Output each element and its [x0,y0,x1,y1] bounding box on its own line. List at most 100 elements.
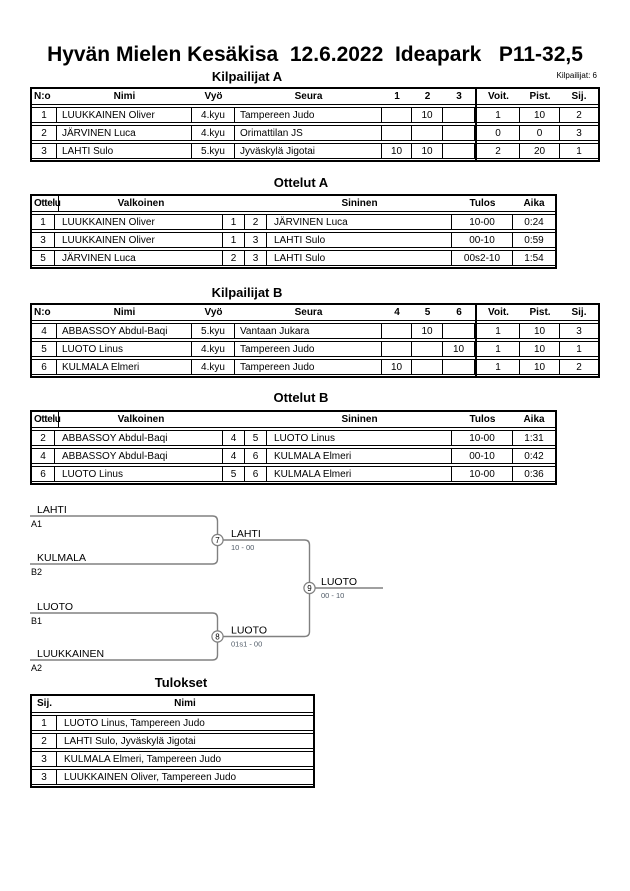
section-title-matches-a: Ottelut A [273,175,329,190]
table-cell: LAHTI Sulo [267,251,452,265]
table-header-row: N:o Nimi Vyö Seura 1 2 3 Voit. Pist. Sij… [32,89,598,105]
col-header-club: Seura [294,91,323,102]
table-cell: 0:24 [524,217,544,228]
table-cell: 2 [245,215,267,229]
table-cell: LAHTI Sulo [57,144,192,158]
table-cell: KULMALA Elmeri [267,449,452,463]
table-cell: 0:36 [524,469,544,480]
table-cell [382,126,412,140]
table-cell: 10 [412,324,443,338]
table-cell: 3 [32,144,57,158]
table-cell: Tampereen Judo [235,342,382,356]
table-cell: JÄRVINEN Luca [267,215,452,229]
table-cell: Orimattilan JS [235,126,382,140]
table-cell: LUUKKAINEN Oliver, Tampereen Judo [64,772,237,783]
bracket-line-slot1 [30,515,219,535]
table-cell: ABBASSOY Abdul-Baqi [55,431,223,445]
table-cell: 10 [412,144,443,158]
table-cell [443,324,475,338]
table-cell: KULMALA Elmeri, Tampereen Judo [64,754,222,765]
col-header-match: Ottelu [34,196,61,211]
table-cell: 2 [32,126,57,140]
col-header-result: Tulos [469,198,496,209]
table-cell [412,126,443,140]
competitors-b-table: N:o Nimi Vyö Seura 4 5 6 Voit. Pist. Sij… [30,303,600,378]
col-header-name: Nimi [113,307,136,318]
table-cell: Tampereen Judo [235,360,382,374]
table-cell: 6 [32,360,57,374]
page-title: Hyvän Mielen Kesäkisa 12.6.2022 Ideapark… [47,43,583,66]
table-cell [382,108,412,122]
match-score: 10 - 00 [231,543,254,552]
col-header-place: Sij. [571,307,587,318]
table-cell: 10 [520,108,560,122]
table-cell: KULMALA Elmeri [267,467,452,481]
match-score: 00 - 10 [321,591,344,600]
table-cell [443,108,475,122]
table-cell: Jyväskylä Jigotai [235,144,382,158]
table-cell [412,360,443,374]
table-cell: KULMALA Elmeri [57,360,192,374]
table-cell: 2 [477,144,520,158]
col-header-opp6: 6 [456,307,462,318]
col-header-place: Sij. [571,91,587,102]
table-cell: JÄRVINEN Luca [55,251,223,265]
thick-divider [475,305,477,376]
col-header-time: Aika [523,414,545,425]
col-header-opp2: 2 [424,91,431,102]
table-cell: 10 [520,324,560,338]
table-cell: 0:59 [524,235,544,246]
col-header-time: Aika [523,198,545,209]
bracket-line-slot3 [30,612,219,631]
table-header-row: Ottelu Valkoinen Sininen Tulos Aika [32,412,555,428]
table-cell: 5 [245,431,267,445]
col-header-points: Pist. [529,307,551,318]
table-cell: 20 [520,144,560,158]
col-header-opp1: 1 [394,91,400,102]
table-cell: 1 [576,146,582,157]
section-title-matches-b: Ottelut B [273,390,329,405]
table-cell: 4 [223,449,245,463]
match-number: 9 [307,584,312,593]
bracket-slot-seed: A2 [31,663,42,673]
table-cell: 10-00 [452,431,513,445]
table-cell: 2 [223,251,245,265]
table-cell: 1 [223,233,245,247]
table-cell: 1:31 [524,433,544,444]
bracket-slot-name: KULMALA [37,552,86,564]
bracket-line-slot4 [30,642,219,661]
table-cell: 4 [32,449,55,463]
section-title-results: Tulokset [154,675,208,690]
table-header-row: N:o Nimi Vyö Seura 4 5 6 Voit. Pist. Sij… [32,305,598,321]
table-cell: 1 [32,716,57,730]
table-cell: 10 [443,342,475,356]
bracket-slot-name: LUUKKAINEN [37,648,104,660]
table-cell: 10-00 [452,215,513,229]
col-header-club: Seura [294,307,323,318]
table-cell: 4.kyu [192,108,235,122]
col-header-no: N:o [34,307,51,318]
match-number: 8 [215,632,220,641]
table-cell: 10 [520,342,560,356]
table-cell: Vantaan Jukara [235,324,382,338]
competitors-a-table: N:o Nimi Vyö Seura 1 2 3 Voit. Pist. Sij… [30,87,600,162]
col-header-no: N:o [34,91,51,102]
table-cell: LAHTI Sulo, Jyväskylä Jigotai [64,736,196,747]
match-score: 01s1 - 00 [231,640,262,649]
table-cell: LUOTO Linus [57,342,192,356]
table-cell: 4.kyu [192,342,235,356]
table-cell: 5.kyu [192,324,235,338]
table-cell: LUOTO Linus [267,431,452,445]
table-cell: 3 [245,233,267,247]
